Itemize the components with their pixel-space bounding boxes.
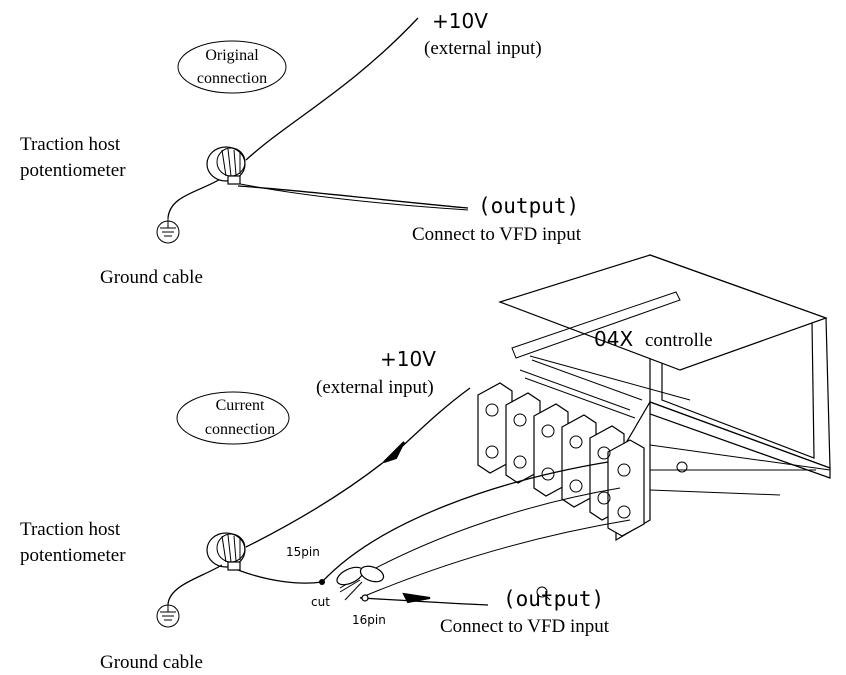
original-connection-section: Original connection +10V (external input… bbox=[20, 9, 582, 288]
current-10v-wire bbox=[245, 387, 471, 548]
controller-label-text: controlle bbox=[645, 330, 713, 351]
scissors-icon bbox=[336, 565, 385, 601]
original-vfd-label: Connect to VFD input bbox=[412, 224, 582, 245]
current-connection-section: Current connection +10V (external input)… bbox=[20, 347, 631, 673]
current-badge-line1: Current bbox=[216, 397, 265, 414]
potentiometer-icon bbox=[206, 532, 246, 571]
original-external-input-label: (external input) bbox=[424, 38, 542, 59]
ground-symbol-icon bbox=[156, 604, 180, 628]
current-pot-label-line1: Traction host bbox=[20, 519, 121, 540]
cut-label: cut bbox=[311, 595, 330, 609]
original-ground-label: Ground cable bbox=[100, 267, 203, 288]
current-pot-label-line2: potentiometer bbox=[20, 545, 126, 566]
original-pot-label-line2: potentiometer bbox=[20, 160, 126, 181]
original-10v-wire bbox=[245, 17, 419, 161]
original-badge-line1: Original bbox=[205, 47, 259, 64]
current-output-label: (output) bbox=[503, 587, 604, 611]
ground-symbol-icon bbox=[156, 218, 180, 244]
original-output-label: (output) bbox=[478, 194, 579, 218]
controller-04x: 04X controlle bbox=[477, 254, 831, 542]
arrow-icon bbox=[402, 592, 431, 604]
original-pot-label-line1: Traction host bbox=[20, 134, 121, 155]
current-16pin-wire bbox=[359, 597, 489, 606]
current-wire-3 bbox=[359, 519, 631, 599]
controller-label-code: 04X bbox=[594, 327, 633, 351]
current-ground-label: Ground cable bbox=[100, 652, 203, 673]
current-connection-badge bbox=[176, 391, 290, 445]
arrow-icon bbox=[383, 441, 405, 463]
terminal-block bbox=[477, 359, 645, 537]
current-15pin-to-controller bbox=[321, 461, 609, 583]
current-ground-wire bbox=[167, 564, 223, 605]
current-15pin-wire bbox=[237, 569, 323, 584]
original-output-wire-2 bbox=[229, 181, 469, 211]
pin15-label: 15pin bbox=[286, 545, 320, 559]
original-connection-badge bbox=[177, 40, 287, 94]
original-ground-wire bbox=[167, 177, 223, 219]
pin16-label: 16pin bbox=[352, 613, 386, 627]
current-badge-line2: connection bbox=[205, 421, 275, 438]
current-10v-label: +10V bbox=[380, 347, 436, 371]
original-badge-line2: connection bbox=[197, 70, 267, 87]
original-10v-label: +10V bbox=[432, 9, 488, 33]
current-vfd-label: Connect to VFD input bbox=[440, 616, 610, 637]
current-external-input-label: (external input) bbox=[316, 377, 434, 398]
magnifier-icon bbox=[536, 586, 551, 601]
potentiometer-icon bbox=[206, 146, 246, 185]
